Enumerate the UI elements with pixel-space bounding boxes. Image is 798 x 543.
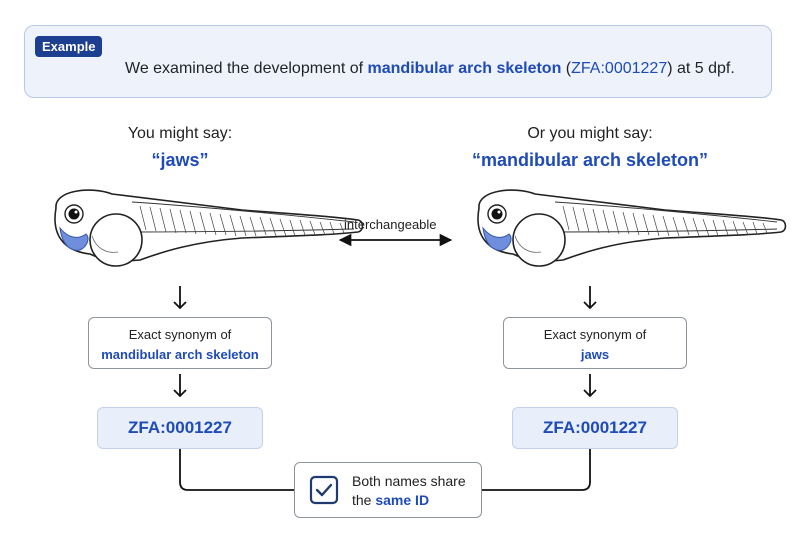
right-synonym-term: jaws (580, 347, 610, 362)
shared-line2-prefix: the (352, 492, 376, 508)
left-synonym-label: Exact synonym of (128, 327, 232, 342)
right-say-label: Or you might say: (527, 125, 653, 142)
down-arrow-icon (583, 301, 597, 310)
shared-id-box: Both names share the same ID (294, 462, 482, 518)
example-box: Example We examined the development of m… (24, 25, 772, 98)
shared-id-text: Both names share the same ID (352, 472, 466, 510)
left-synonym-term: mandibular arch skeleton (101, 347, 259, 362)
shared-line2-emphasis: same ID (375, 492, 430, 508)
right-quote: “mandibular arch skeleton” (471, 150, 709, 170)
sentence-suffix: ) at 5 dpf. (667, 60, 735, 77)
left-zebrafish-illustration (54, 189, 364, 267)
shared-line1: Both names share (352, 473, 466, 489)
left-say-label: You might say: (127, 125, 233, 142)
right-synonym-box: Exact synonym of jaws (503, 317, 687, 369)
right-zebrafish-illustration (477, 189, 787, 267)
example-sentence: We examined the development of mandibula… (125, 60, 735, 78)
down-arrow-icon (173, 301, 187, 310)
left-quote: “jaws” (151, 150, 209, 170)
checkbox-check-icon (309, 475, 339, 505)
left-id-box: ZFA:0001227 (97, 407, 263, 449)
sentence-id: ZFA:0001227 (571, 60, 668, 77)
example-badge: Example (35, 36, 103, 57)
interchangeable-label: interchangeable (344, 217, 437, 232)
sentence-term: mandibular arch skeleton (367, 60, 562, 77)
right-connector-line (482, 449, 591, 491)
right-synonym-label: Exact synonym of (543, 327, 647, 342)
sentence-open-paren: ( (561, 60, 572, 77)
sentence-prefix: We examined the development of (125, 60, 368, 77)
right-id-box: ZFA:0001227 (512, 407, 678, 449)
left-synonym-box: Exact synonym of mandibular arch skeleto… (88, 317, 272, 369)
down-arrow-icon (583, 389, 597, 398)
left-connector-line (179, 449, 294, 491)
down-arrow-icon (173, 389, 187, 398)
